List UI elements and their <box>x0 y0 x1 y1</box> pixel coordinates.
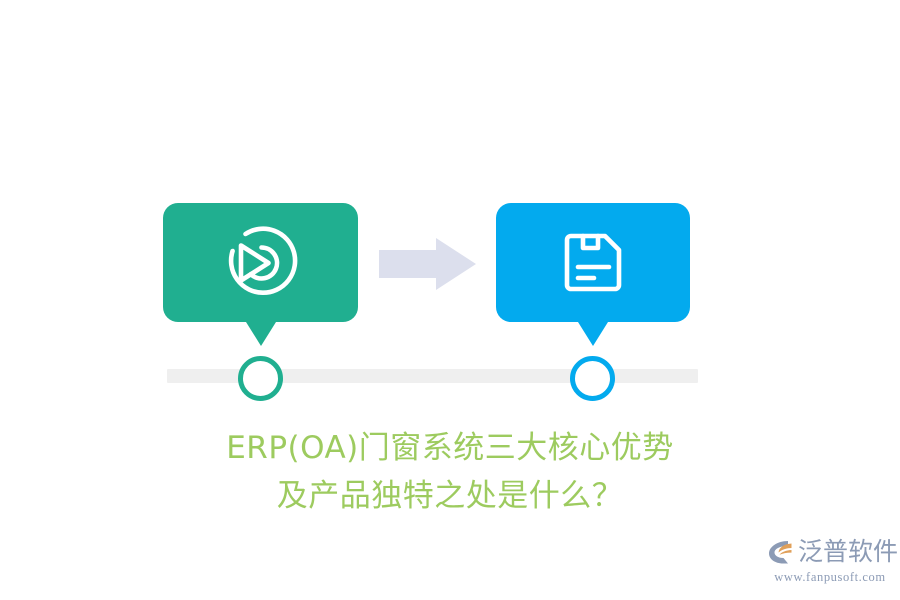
step-card-2-pointer <box>578 322 608 346</box>
save-document-icon <box>564 233 622 291</box>
fanpu-logo-icon <box>769 541 792 564</box>
timeline-node-1[interactable] <box>238 356 283 401</box>
step-card-1[interactable] <box>163 203 358 322</box>
radar-arrow-icon <box>228 225 297 295</box>
step-card-2[interactable] <box>496 203 690 322</box>
caption-line-2: 及产品独特之处是什么？ <box>276 478 624 514</box>
watermark-brand-text: 泛普软件 <box>798 537 899 566</box>
right-arrow-icon <box>379 238 476 290</box>
caption-line-1: ERP(OA)门窗系统三大核心优势 <box>226 430 674 466</box>
watermark: 泛普软件 www.fanpusoft.com <box>766 536 898 588</box>
watermark-url-text: www.fanpusoft.com <box>774 570 886 584</box>
watermark-brand-row: 泛普软件 <box>766 536 898 568</box>
timeline-node-2[interactable] <box>570 356 615 401</box>
step-card-1-pointer <box>246 322 276 346</box>
timeline-track <box>167 369 698 383</box>
caption-block: ERP(OA)门窗系统三大核心优势 及产品独特之处是什么？ <box>0 424 900 520</box>
